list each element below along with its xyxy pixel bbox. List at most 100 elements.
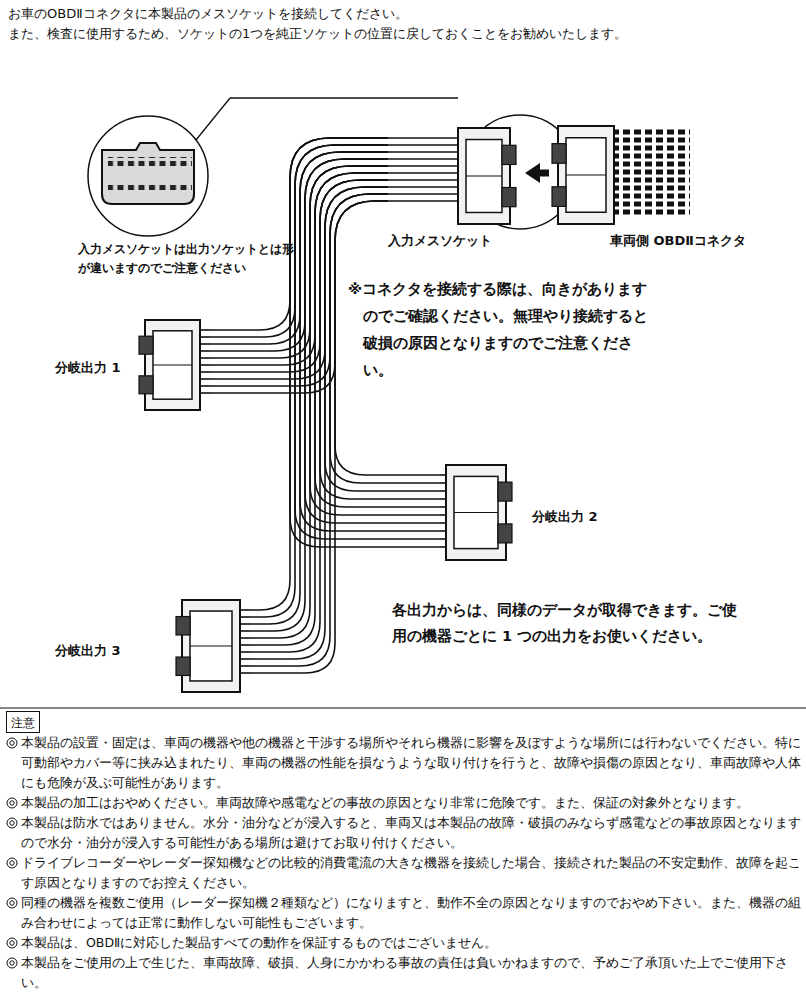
latch <box>176 617 190 635</box>
connection-note: ※コネクタを接続する際は、向きがありますのでご確認ください。無理やり接続すると破… <box>348 276 648 384</box>
harness-wire <box>612 162 690 167</box>
caution-text: 本製品の設置・固定は、車両の機器や他の機器と干渉する場所やそれら機器に影響を及ぼ… <box>21 733 802 793</box>
bullet-ring <box>7 858 17 868</box>
harness-wire <box>612 130 690 135</box>
bullet-dot <box>10 901 14 905</box>
bullet-mark <box>6 957 18 969</box>
connector-body <box>558 126 614 224</box>
cable-wire <box>250 152 388 624</box>
leader-line <box>196 98 230 140</box>
connector-inner <box>566 138 606 212</box>
caution-box: 注意 <box>6 711 40 733</box>
bullet-ring <box>7 938 17 948</box>
harness-wire <box>612 146 690 151</box>
connector-label: 分岐出力 1 <box>55 359 121 377</box>
socket-pins <box>108 157 192 166</box>
connector-seam <box>466 175 502 176</box>
caution-item: 本製品の設置・固定は、車両の機器や他の機器と干渉する場所やそれら機器に影響を及ぼ… <box>6 733 802 793</box>
ribbon-wire <box>388 165 460 167</box>
bullet-mark <box>6 797 18 809</box>
latch <box>139 336 153 354</box>
harness-wire <box>612 154 690 159</box>
latch <box>552 187 566 207</box>
connector-node: 分岐出力 2 <box>440 460 620 570</box>
caution-text: 本製品をご使用の上で生じた、車両故障、破損、人身にかかわる事故の責任は負いかねま… <box>21 953 802 993</box>
connector-node: 分岐出力 3 <box>50 595 250 700</box>
harness-wire <box>612 178 690 183</box>
cable-wire <box>250 145 388 617</box>
cable-wire <box>250 194 388 666</box>
bullet-mark <box>6 897 18 909</box>
latch <box>498 482 512 501</box>
latch <box>502 145 516 164</box>
cable-wire <box>250 159 388 631</box>
ribbon-wire <box>388 151 460 153</box>
caution-item: 同種の機器を複数ご使用（レーダー探知機２種類など）になりますと、動作不全の原因と… <box>6 893 802 933</box>
connector-body <box>446 465 506 560</box>
caution-list: 本製品の設置・固定は、車両の機器や他の機器と干渉する場所やそれら機器に影響を及ぼ… <box>6 733 802 993</box>
output-note: 各出力からは、同様のデータが取得できます。ご使用の機器ごとに 1 つの出力をお使… <box>392 597 737 649</box>
caution-text: 同種の機器を複数ご使用（レーダー探知機２種類など）になりますと、動作不全の原因と… <box>21 893 802 933</box>
connector-inner <box>190 611 232 681</box>
ribbon-wire <box>388 172 460 174</box>
latch <box>552 144 566 164</box>
caution-item: ドライブレコーダーやレーダー探知機などの比較的消費電流の大きな機器を接続した場合… <box>6 853 802 893</box>
latch <box>498 524 512 543</box>
bullet-mark <box>6 817 18 829</box>
caution-heading: 注意 <box>11 715 35 732</box>
ribbon-wire <box>388 179 460 181</box>
bullet-ring <box>7 818 17 828</box>
connector-seam <box>190 645 232 646</box>
caution-text: 本製品の加工はおやめください。車両故障や感電などの事故の原因となり非常に危険です… <box>21 793 749 813</box>
harness-wire <box>612 210 690 215</box>
caution-text: 本製品は、OBDⅡに対応した製品すべての動作を保証するものではございません。 <box>21 933 497 953</box>
caution-text: 本製品は防水ではありません。水分・油分などが浸入すると、車両又は本製品の故障・破… <box>21 813 802 853</box>
latch <box>139 376 153 394</box>
cable-wire <box>250 166 388 638</box>
connector-body <box>182 600 240 692</box>
connector-inner <box>454 476 498 548</box>
bullet-dot <box>10 941 14 945</box>
ribbon-wire <box>388 137 460 139</box>
connector-seam <box>566 174 606 175</box>
top-note: お車のOBDⅡコネクタに本製品のメスソケットを接続してください。 <box>8 4 798 24</box>
harness-wire <box>612 170 690 175</box>
connector-inner <box>153 331 192 399</box>
bullet-ring <box>7 958 17 968</box>
ribbon-wire <box>388 144 460 146</box>
caution-item: 本製品は、OBDⅡに対応した製品すべての動作を保証するものではございません。 <box>6 933 802 953</box>
latch <box>176 657 190 675</box>
separator-line <box>0 708 806 709</box>
bullet-mark <box>6 937 18 949</box>
cable-wire <box>250 187 388 659</box>
connector-label: 入力メスソケット <box>388 232 492 250</box>
socket-face <box>102 143 194 204</box>
ribbon-wire <box>388 186 460 188</box>
harness-wire <box>612 138 690 143</box>
caution-text: ドライブレコーダーやレーダー探知機などの比較的消費電流の大きな機器を接続した場合… <box>21 853 802 893</box>
cable-wire <box>210 180 388 372</box>
connector-body <box>458 128 510 224</box>
connector-seam <box>153 364 192 365</box>
bullet-dot <box>10 741 14 745</box>
connector-inner <box>466 140 502 213</box>
bullet-dot <box>10 821 14 825</box>
connector-label: 分岐出力 3 <box>55 642 121 660</box>
connector-node: 車両側 OBDⅡコネクタ <box>550 118 770 252</box>
inset-caption: 入力メスソケットは出力ソケットとは形が違いますのでご注意ください <box>78 240 298 278</box>
ribbon-wire <box>388 200 460 202</box>
ribbon-wire <box>388 193 460 195</box>
socket-pins <box>108 182 192 191</box>
connector-label: 分岐出力 2 <box>532 508 598 526</box>
caution-item: 本製品をご使用の上で生じた、車両故障、破損、人身にかかわる事故の責任は負いかねま… <box>6 953 802 993</box>
caution-item: 本製品は防水ではありません。水分・油分などが浸入すると、車両又は本製品の故障・破… <box>6 813 802 853</box>
connector-seam <box>454 512 498 513</box>
bullet-dot <box>10 801 14 805</box>
bullet-dot <box>10 961 14 965</box>
bullet-ring <box>7 798 17 808</box>
bullet-ring <box>7 898 17 908</box>
bullet-dot <box>10 861 14 865</box>
cable-bundle <box>250 138 388 673</box>
harness-wire <box>612 194 690 199</box>
